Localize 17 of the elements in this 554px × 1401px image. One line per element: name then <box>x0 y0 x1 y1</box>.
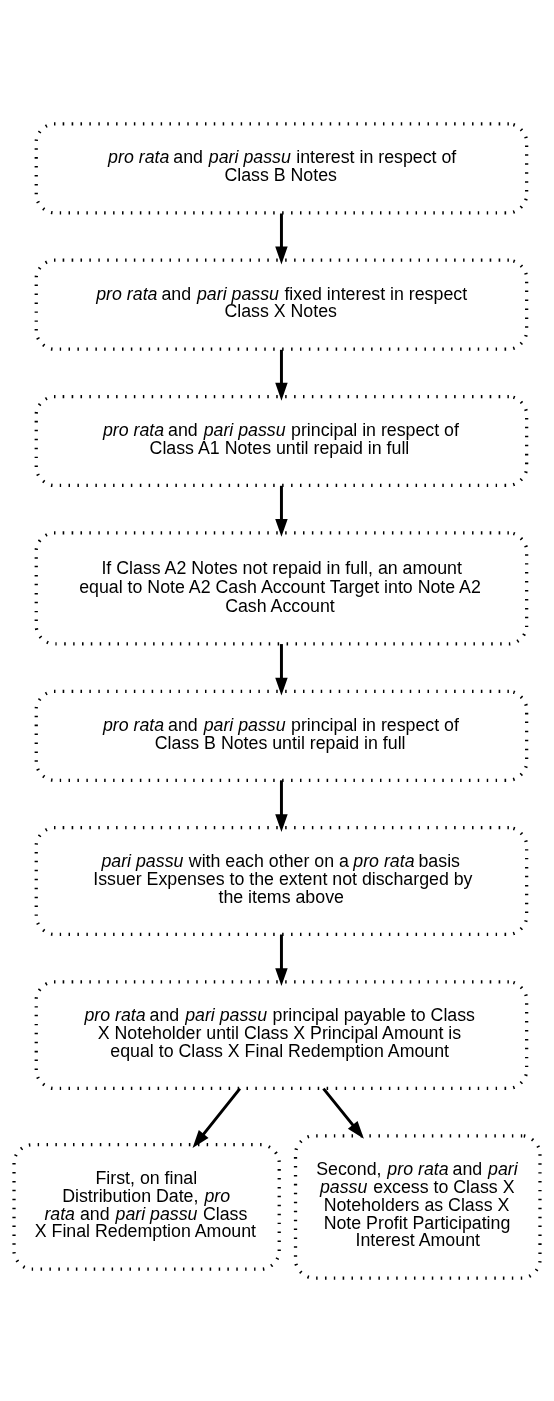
arrow <box>275 349 288 401</box>
arrow <box>275 643 288 696</box>
node-box: pro rata and pari passu principal payable to Class X Noteholder until Class X Principal Amount is equal to Class X Final Redemption Amount <box>34 979 529 1090</box>
node-box: First, on final Distribution Date, pro rata and pari passu Class X Final Redemption Amount <box>12 1142 281 1271</box>
node-box: If Class A2 Notes not repaid in full, an amount equal to Note A2 Cash Account Target into Note A2 Cash Account <box>34 530 529 646</box>
node-box: pari passu with each other on a pro rata basis Issuer Expenses to the extent not discharged by the items above <box>34 825 529 936</box>
node-box: pro rata and pari passu principal in respect of Class B Notes until repaid in full <box>34 689 529 782</box>
node-box: pro rata and pari passu principal in respect of Class A1 Notes until repaid in full <box>34 394 529 487</box>
node-box: pro rata and pari passu interest in respect of Class B Notes <box>34 121 529 214</box>
arrow <box>275 485 288 537</box>
arrow <box>192 1087 242 1148</box>
arrow <box>275 213 288 264</box>
arrow <box>322 1087 364 1139</box>
node-box: Second, pro rata and pari passu excess to Class X Noteholders as Class X Note Profit Participating Interest Amount <box>293 1133 542 1280</box>
arrow <box>275 934 288 986</box>
node-box: pro rata and pari passu fixed interest in respect Class X Notes <box>34 258 529 351</box>
arrow <box>275 779 288 832</box>
